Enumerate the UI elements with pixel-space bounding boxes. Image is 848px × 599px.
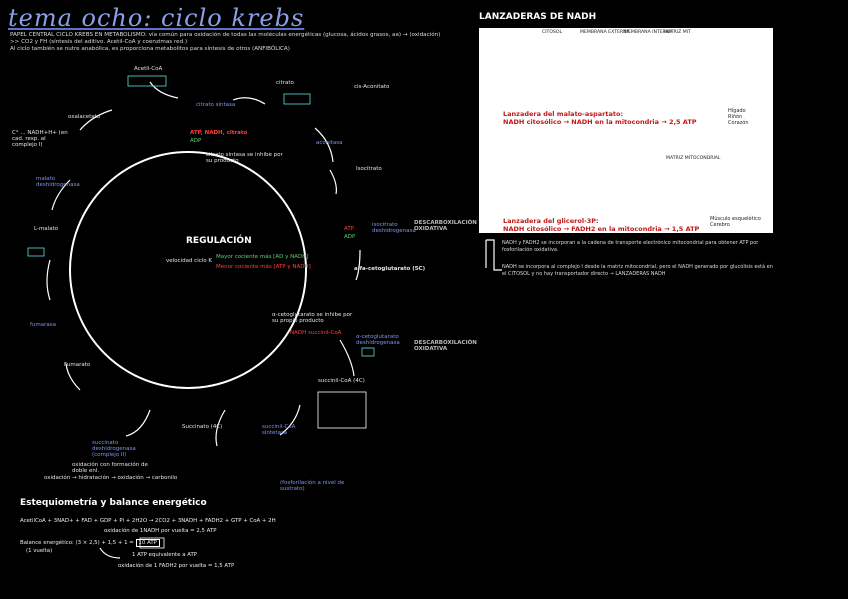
balance-row: Balance energético: (3 × 2,5) + 1,5 + 1 … [20,539,160,547]
shuttles-figure [479,28,773,233]
sequence-note: oxidación → hidratación → oxidación → ca… [44,475,178,481]
intro-text: PAPEL CENTRAL CICLO KREBS EN METABOLISMO… [10,32,450,53]
idh-inhibitor: ATP [344,226,355,232]
glycerol-tissue: Músculo esquelético Cerebro [710,216,761,228]
stoich-equation: AcetilCoA + 3NAD+ + FAD + GDP + Pi + 2H2… [20,518,276,524]
cs-inhibitors: ATP, NADH, citrato [190,130,248,136]
idh-activator: ADP [344,234,356,240]
fadh-note: oxidación de 1 FADH2 por vuelta = 1,5 AT… [118,563,235,569]
col-matrix: MATRIZ MIT [664,30,691,35]
akgdh-label: α-cetoglutarato deshidrogenasa [356,334,400,346]
shuttle-bullet-1: NADH y FADH2 se incorporan a la cadena d… [502,240,759,253]
intro-line-2: Al ciclo también se nutre anabólica, es … [10,46,290,52]
glycerol-shuttle-sub: NADH citosólico → FADH2 en la mitocondri… [503,225,700,233]
succinate-label: Succinato (4C) [182,424,223,430]
alpha-kg-label: alfa-cetoglutarato (5C) [354,266,426,272]
shuttles-title: LANZADERAS DE NADH [479,12,597,22]
intro-line-1: PAPEL CENTRAL CICLO KREBS EN METABOLISMO… [10,32,441,45]
matrix-label: MATRIZ MITOCONDRIAL [666,156,721,161]
malate-shuttle-title: Lanzadera del malato-aspartato: [503,110,624,118]
phosphorylation-note: (fosforilación a nivel de sustrato) [280,480,345,492]
malate-shuttle-sub: NADH citosólico → NADH en la mitocondria… [503,118,697,126]
succinyl-coa-label: succinil-CoA (4C) [318,378,365,384]
isocitrate-label: Isocitrato [356,166,382,172]
nadh-note: C° ... NADH+H+ (en cad. resp. al complej… [12,130,68,148]
page-title: tema ocho: ciclo krebs [8,4,305,32]
balance-result: 10 ATP [135,539,160,547]
malate-tissue: Hígado Riñón Corazón [728,108,749,126]
balance-expression: (3 × 2,5) + 1,5 + 1 = [75,540,134,546]
velocity-label: velocidad ciclo K [166,258,213,264]
cs-note: citrato sintasa se inhibe por su product… [206,152,283,164]
col-cytosol: CITOSOL [542,30,563,35]
decarb-label-2: DESCARBOXILACIÓN OXIDATIVA [414,340,477,352]
col-inner-membrane: MEMBRANA INTERNA [624,30,673,35]
akgdh-note: α-cetoglutarato se inhibe por su propio … [272,312,353,324]
idh-label: isocitrato deshidrogenasa [372,222,416,234]
malate-label: L-malato [34,226,59,232]
citrate-label: citrato [276,80,294,86]
citrate-synthase-label: citrato sintasa [196,102,236,108]
cs-activator: ADP [190,138,202,144]
col-outer-membrane: MEMBRANA EXTERNA [580,30,630,35]
fumarase-label: fumarasa [30,322,57,328]
cis-aconitate-label: cis-Aconitato [354,84,390,90]
acetyl-coa-label: Acetil-CoA [134,66,163,72]
regulation-down: Menor cociente más [ATP y NADH] [216,264,311,270]
gtp-note: 1 ATP equivalente a ATP [132,552,198,558]
glycerol-shuttle-title: Lanzadera del glicerol-3P: [503,217,599,225]
regulation-title: REGULACIÓN [186,236,252,246]
balance-turn-note: (1 vuelta) [26,548,53,554]
shuttle-bullet-2: NADH se incorpora al complejo I desde la… [502,264,773,277]
mdh-label: malato deshidrogenasa [36,176,80,188]
sdh-label: succinato deshidrogenasa (complejo II) [92,440,136,458]
fumarate-label: Fumarato [64,362,91,368]
akgdh-inhibitor: NADH succinil-CoA [290,330,342,336]
fad-note: oxidación con formación de doble enl. [72,462,148,474]
regulation-up: Mayor cociente más [AD y NADH] [216,254,309,260]
succinyl-synthetase-label: succinil-CoA sintetasa [262,424,296,436]
stoich-title: Estequiometría y balance energético [20,498,207,508]
balance-label: Balance energético: [20,540,74,546]
oxaloacetate-label: oxalacetato [68,114,101,120]
decarb-label-1: DESCARBOXILACIÓN OXIDATIVA [414,220,477,232]
aconitase-label: aconitasa [316,140,343,146]
stoich-nadh-note: oxidación de 1NADH por vuelta = 2,5 ATP [104,528,217,534]
